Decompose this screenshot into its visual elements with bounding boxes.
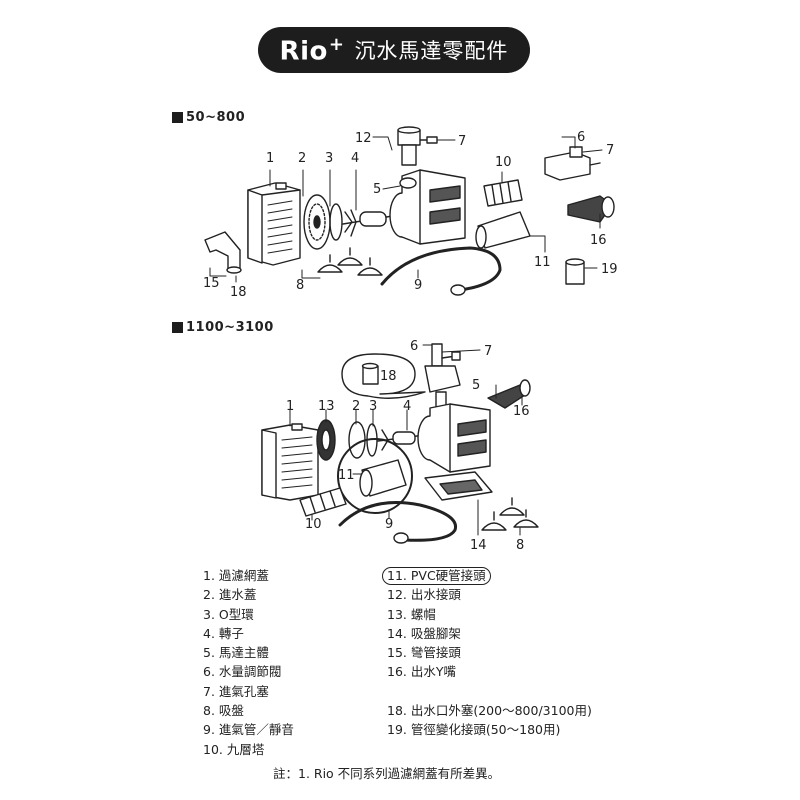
callout-label: 18 xyxy=(230,285,247,300)
section-heading-small: 50~800 xyxy=(172,110,245,125)
callout-label: 8 xyxy=(516,538,524,553)
page-title: 沉水馬達零配件 xyxy=(354,39,509,63)
callout-label: 2 xyxy=(352,399,360,414)
list-item: 13. 螺帽 xyxy=(387,606,436,622)
list-item: 15. 彎管接頭 xyxy=(387,645,461,661)
callout-label: 14 xyxy=(470,538,487,553)
list-item: 1. 過濾網蓋 xyxy=(203,568,269,583)
section-label: 50~800 xyxy=(186,110,246,125)
callout-label: 15 xyxy=(203,276,220,291)
tiered-nozzle-part xyxy=(483,179,523,207)
y-nozzle-part xyxy=(567,195,615,223)
section-label: 1100~3100 xyxy=(186,320,274,335)
callout-label: 5 xyxy=(373,182,381,197)
callout-bubble xyxy=(341,353,426,399)
callout-label: 2 xyxy=(298,151,306,166)
bottom-diagram: 6 7 18 5 16 1 13 2 3 4 11 10 9 14 8 xyxy=(261,339,539,553)
suction-cups-part xyxy=(317,247,383,276)
parts-list-right: 11. PVC硬管接頭 12. 出水接頭 13. 螺帽 14. 吸盤腳架 15.… xyxy=(382,566,592,740)
callout-label: 18 xyxy=(380,369,397,384)
intake-cover-part xyxy=(303,194,331,250)
callout-label: 7 xyxy=(458,134,466,149)
callout-label: 9 xyxy=(414,278,422,293)
intake-cover-part xyxy=(348,421,366,459)
callout-label: 19 xyxy=(601,262,618,277)
outlet-connector-part xyxy=(397,126,438,166)
parts-list-left: 1. 過濾網蓋 2. 進水蓋 3. O型環 4. 轉子 5. 馬達主體 6. 水… xyxy=(203,566,294,759)
callout-label: 4 xyxy=(351,151,359,166)
callout-label: 3 xyxy=(369,399,377,414)
section-square-icon xyxy=(172,112,183,123)
o-ring-part xyxy=(329,203,343,241)
callout-label: 4 xyxy=(403,399,411,414)
rotor-part xyxy=(342,209,406,237)
top-diagram: 1 2 3 4 5 12 7 10 6 7 16 11 19 15 18 8 9 xyxy=(203,126,618,300)
list-item: 7. 進氣孔塞 xyxy=(203,683,269,699)
list-item: 14. 吸盤腳架 xyxy=(387,625,461,641)
callout-label: 3 xyxy=(325,151,333,166)
callout-label: 10 xyxy=(305,517,322,532)
callout-label: 6 xyxy=(577,130,585,145)
filter-cover-part xyxy=(261,423,319,501)
callout-label: 16 xyxy=(513,404,530,419)
motor-body-part xyxy=(389,169,466,245)
callout-label: 1 xyxy=(286,399,294,414)
motor-body-part xyxy=(417,403,491,473)
suction-cups-part xyxy=(481,497,539,531)
callout-label: 6 xyxy=(410,339,418,354)
list-item: 8. 吸盤 xyxy=(203,703,244,719)
air-tube-part xyxy=(380,246,502,296)
callout-label: 7 xyxy=(606,143,614,158)
filter-cover-part xyxy=(247,182,301,266)
list-item: 18. 出水口外塞(200～800/3100用) xyxy=(387,703,592,719)
callout-label: 5 xyxy=(472,378,480,393)
list-item: 16. 出水Y嘴 xyxy=(387,664,456,680)
list-item: 5. 馬達主體 xyxy=(203,645,269,661)
list-item: 4. 轉子 xyxy=(203,625,244,641)
list-item: 3. O型環 xyxy=(203,606,254,622)
callout-label: 1 xyxy=(266,151,274,166)
list-item-highlighted: 11. PVC硬管接頭 xyxy=(382,567,491,585)
list-item: 19. 管徑變化接頭(50～180用) xyxy=(387,722,561,738)
list-item: 9. 進氣管／靜音 xyxy=(203,722,294,738)
callout-label: 8 xyxy=(296,278,304,293)
reducer-connector-part xyxy=(565,258,585,285)
list-item: 2. 進水蓋 xyxy=(203,587,257,603)
callout-label: 10 xyxy=(495,155,512,170)
footnote: 註：1. Rio 不同系列過濾網蓋有所差異。 xyxy=(273,766,501,781)
callout-label: 11 xyxy=(534,255,551,270)
list-item-blank xyxy=(387,682,592,701)
section-square-icon xyxy=(172,322,183,333)
list-item: 12. 出水接頭 xyxy=(387,587,461,603)
highlight-circle xyxy=(337,438,413,514)
callout-label: 11 xyxy=(338,468,355,483)
callout-label: 7 xyxy=(484,344,492,359)
list-item: 6. 水量調節閥 xyxy=(203,664,282,680)
callout-label: 12 xyxy=(355,131,372,146)
suction-stand-part xyxy=(424,471,493,501)
pvc-pipe-connector-part xyxy=(475,211,531,249)
nut-part xyxy=(316,419,336,461)
brand-logo: Rio+ xyxy=(279,33,345,67)
callout-label: 16 xyxy=(590,233,607,248)
callout-label: 13 xyxy=(318,399,335,414)
callout-label: 9 xyxy=(385,517,393,532)
air-tube-part xyxy=(338,501,458,544)
y-nozzle-part xyxy=(487,379,531,409)
elbow-connector-part xyxy=(204,231,242,274)
flow-valve-part xyxy=(424,343,461,415)
flow-valve-part xyxy=(544,146,601,181)
title-pill: Rio+ 沉水馬達零配件 xyxy=(258,27,530,73)
section-heading-large: 1100~3100 xyxy=(172,320,274,335)
tiered-nozzle-part xyxy=(299,487,347,517)
list-item: 10. 九層塔 xyxy=(203,741,265,757)
